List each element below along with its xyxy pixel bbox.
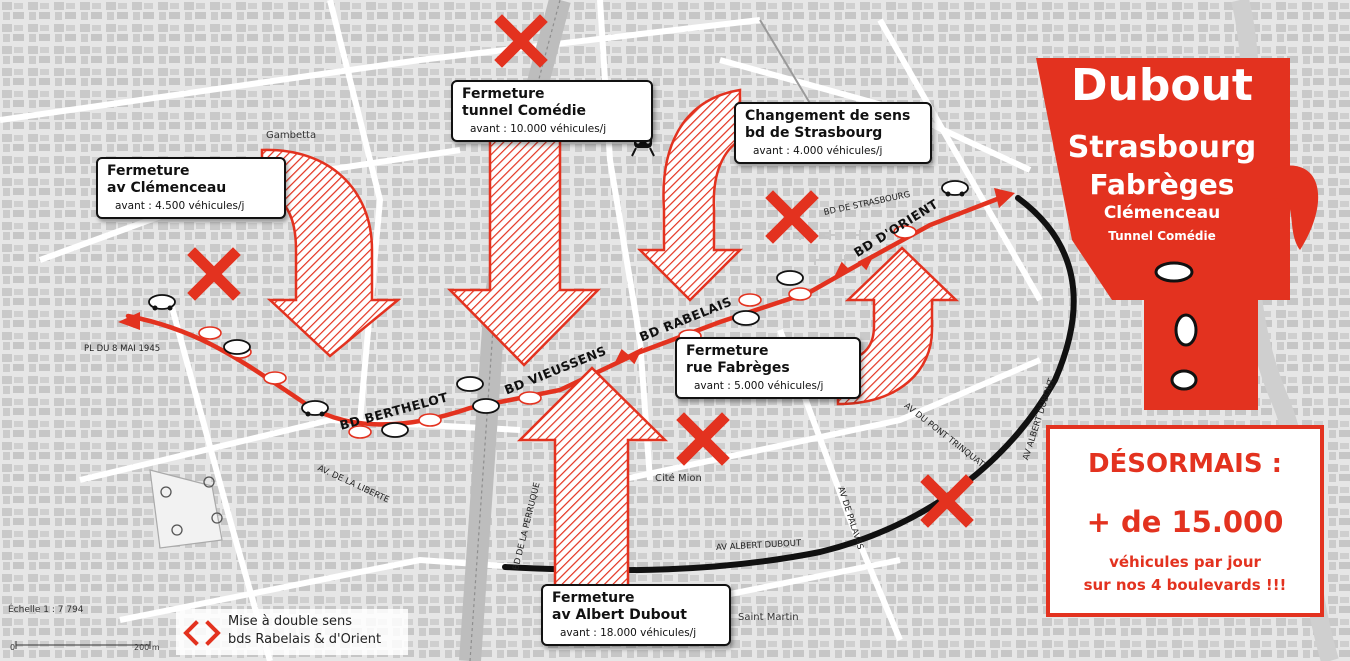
double-direction-arrows-icon — [183, 620, 221, 646]
legend-text: Mise à double sens bds Rabelais & d'Orie… — [228, 613, 381, 649]
legend: Mise à double sens bds Rabelais & d'Orie… — [176, 609, 408, 655]
legend-line-1: Mise à double sens — [228, 614, 353, 629]
legend-line-2: bds Rabelais & d'Orient — [228, 632, 382, 647]
callout-fabreges: Fermeture rue Fabrèges avant : 5.000 véh… — [675, 337, 861, 399]
closure-x-marks — [187, 14, 974, 528]
route-end-arrow-east — [994, 188, 1015, 208]
plaza-markers — [160, 476, 223, 536]
title-panel-car-icons — [1154, 261, 1198, 391]
place-label-cite-mion: Cité Mion — [655, 473, 702, 484]
callout-comedie-traffic: avant : 10.000 véhicules/j — [470, 123, 607, 135]
traffic-arrow-comedie — [447, 138, 601, 367]
double-direction-markers — [612, 253, 875, 367]
place-label-gambetta: Gambetta — [266, 130, 317, 141]
callout-clemenceau-title-1: Fermeture — [107, 163, 190, 179]
callout-fabreges-title-1: Fermeture — [686, 343, 769, 359]
result-caption-line-1: véhicules par jour — [1109, 553, 1261, 571]
result-heading: DÉSORMAIS : — [1087, 449, 1283, 479]
title-line-clemenceau: Clémenceau — [1103, 203, 1221, 223]
callout-fabreges-title-2: rue Fabrèges — [686, 360, 790, 376]
result-value: + de 15.000 — [1086, 505, 1284, 539]
scale-distance: 200 m — [134, 643, 160, 652]
callout-dubout-traffic: avant : 18.000 véhicules/j — [560, 627, 697, 639]
title-panel-shape — [1036, 58, 1319, 410]
title-line-dubout: Dubout — [1071, 60, 1253, 111]
scale-zero: 0 — [10, 643, 16, 652]
black-car-icons — [148, 180, 969, 438]
result-caption-line-2: sur nos 4 boulevards !!! — [1083, 576, 1287, 594]
title-line-tunnel-comedie: Tunnel Comédie — [1108, 229, 1216, 243]
callout-fabreges-traffic: avant : 5.000 véhicules/j — [694, 380, 824, 392]
callout-dubout-title-2: av Albert Dubout — [552, 607, 687, 623]
callout-clemenceau-title-2: av Clémenceau — [107, 180, 227, 196]
road-label-pl-8-mai: PL DU 8 MAI 1945 — [84, 344, 161, 354]
plaza — [149, 469, 223, 549]
callout-comedie-title-2: tunnel Comédie — [462, 103, 587, 119]
result-caption: véhicules par jour sur nos 4 boulevards … — [1050, 551, 1320, 597]
place-label-saint-martin: Saint Martin — [738, 612, 799, 623]
route-end-arrow-west — [118, 312, 140, 330]
callout-strasbourg: Changement de sens bd de Strasbourg avan… — [734, 102, 932, 164]
result-box: DÉSORMAIS : + de 15.000 véhicules par jo… — [1046, 425, 1324, 617]
callout-strasbourg-traffic: avant : 4.000 véhicules/j — [753, 145, 883, 157]
scale-label: Échelle 1 : 7 794 — [8, 605, 84, 615]
callout-strasbourg-title-1: Changement de sens — [745, 108, 911, 124]
scale-line — [15, 641, 151, 649]
callout-dubout: Fermeture av Albert Dubout avant : 18.00… — [541, 584, 731, 646]
title-line-strasbourg: Strasbourg — [1067, 130, 1257, 165]
callout-comedie: Fermeture tunnel Comédie avant : 10.000 … — [451, 80, 653, 142]
callout-comedie-title-1: Fermeture — [462, 86, 545, 102]
traffic-arrow-dubout — [516, 366, 669, 602]
scale-bar: Échelle 1 : 7 794 0 200 m — [8, 603, 168, 655]
callout-clemenceau: Fermeture av Clémenceau avant : 4.500 vé… — [96, 157, 286, 219]
traffic-arrow-strasbourg — [636, 88, 744, 302]
title-panel: Dubout Strasbourg Fabrèges Clémenceau Tu… — [1032, 50, 1330, 410]
callout-dubout-title-1: Fermeture — [552, 590, 635, 606]
title-line-fabreges: Fabrèges — [1089, 168, 1235, 201]
car-wheels — [152, 191, 965, 417]
callout-strasbourg-title-2: bd de Strasbourg — [745, 125, 883, 141]
red-car-icons — [198, 225, 917, 439]
callout-clemenceau-traffic: avant : 4.500 véhicules/j — [115, 200, 245, 212]
